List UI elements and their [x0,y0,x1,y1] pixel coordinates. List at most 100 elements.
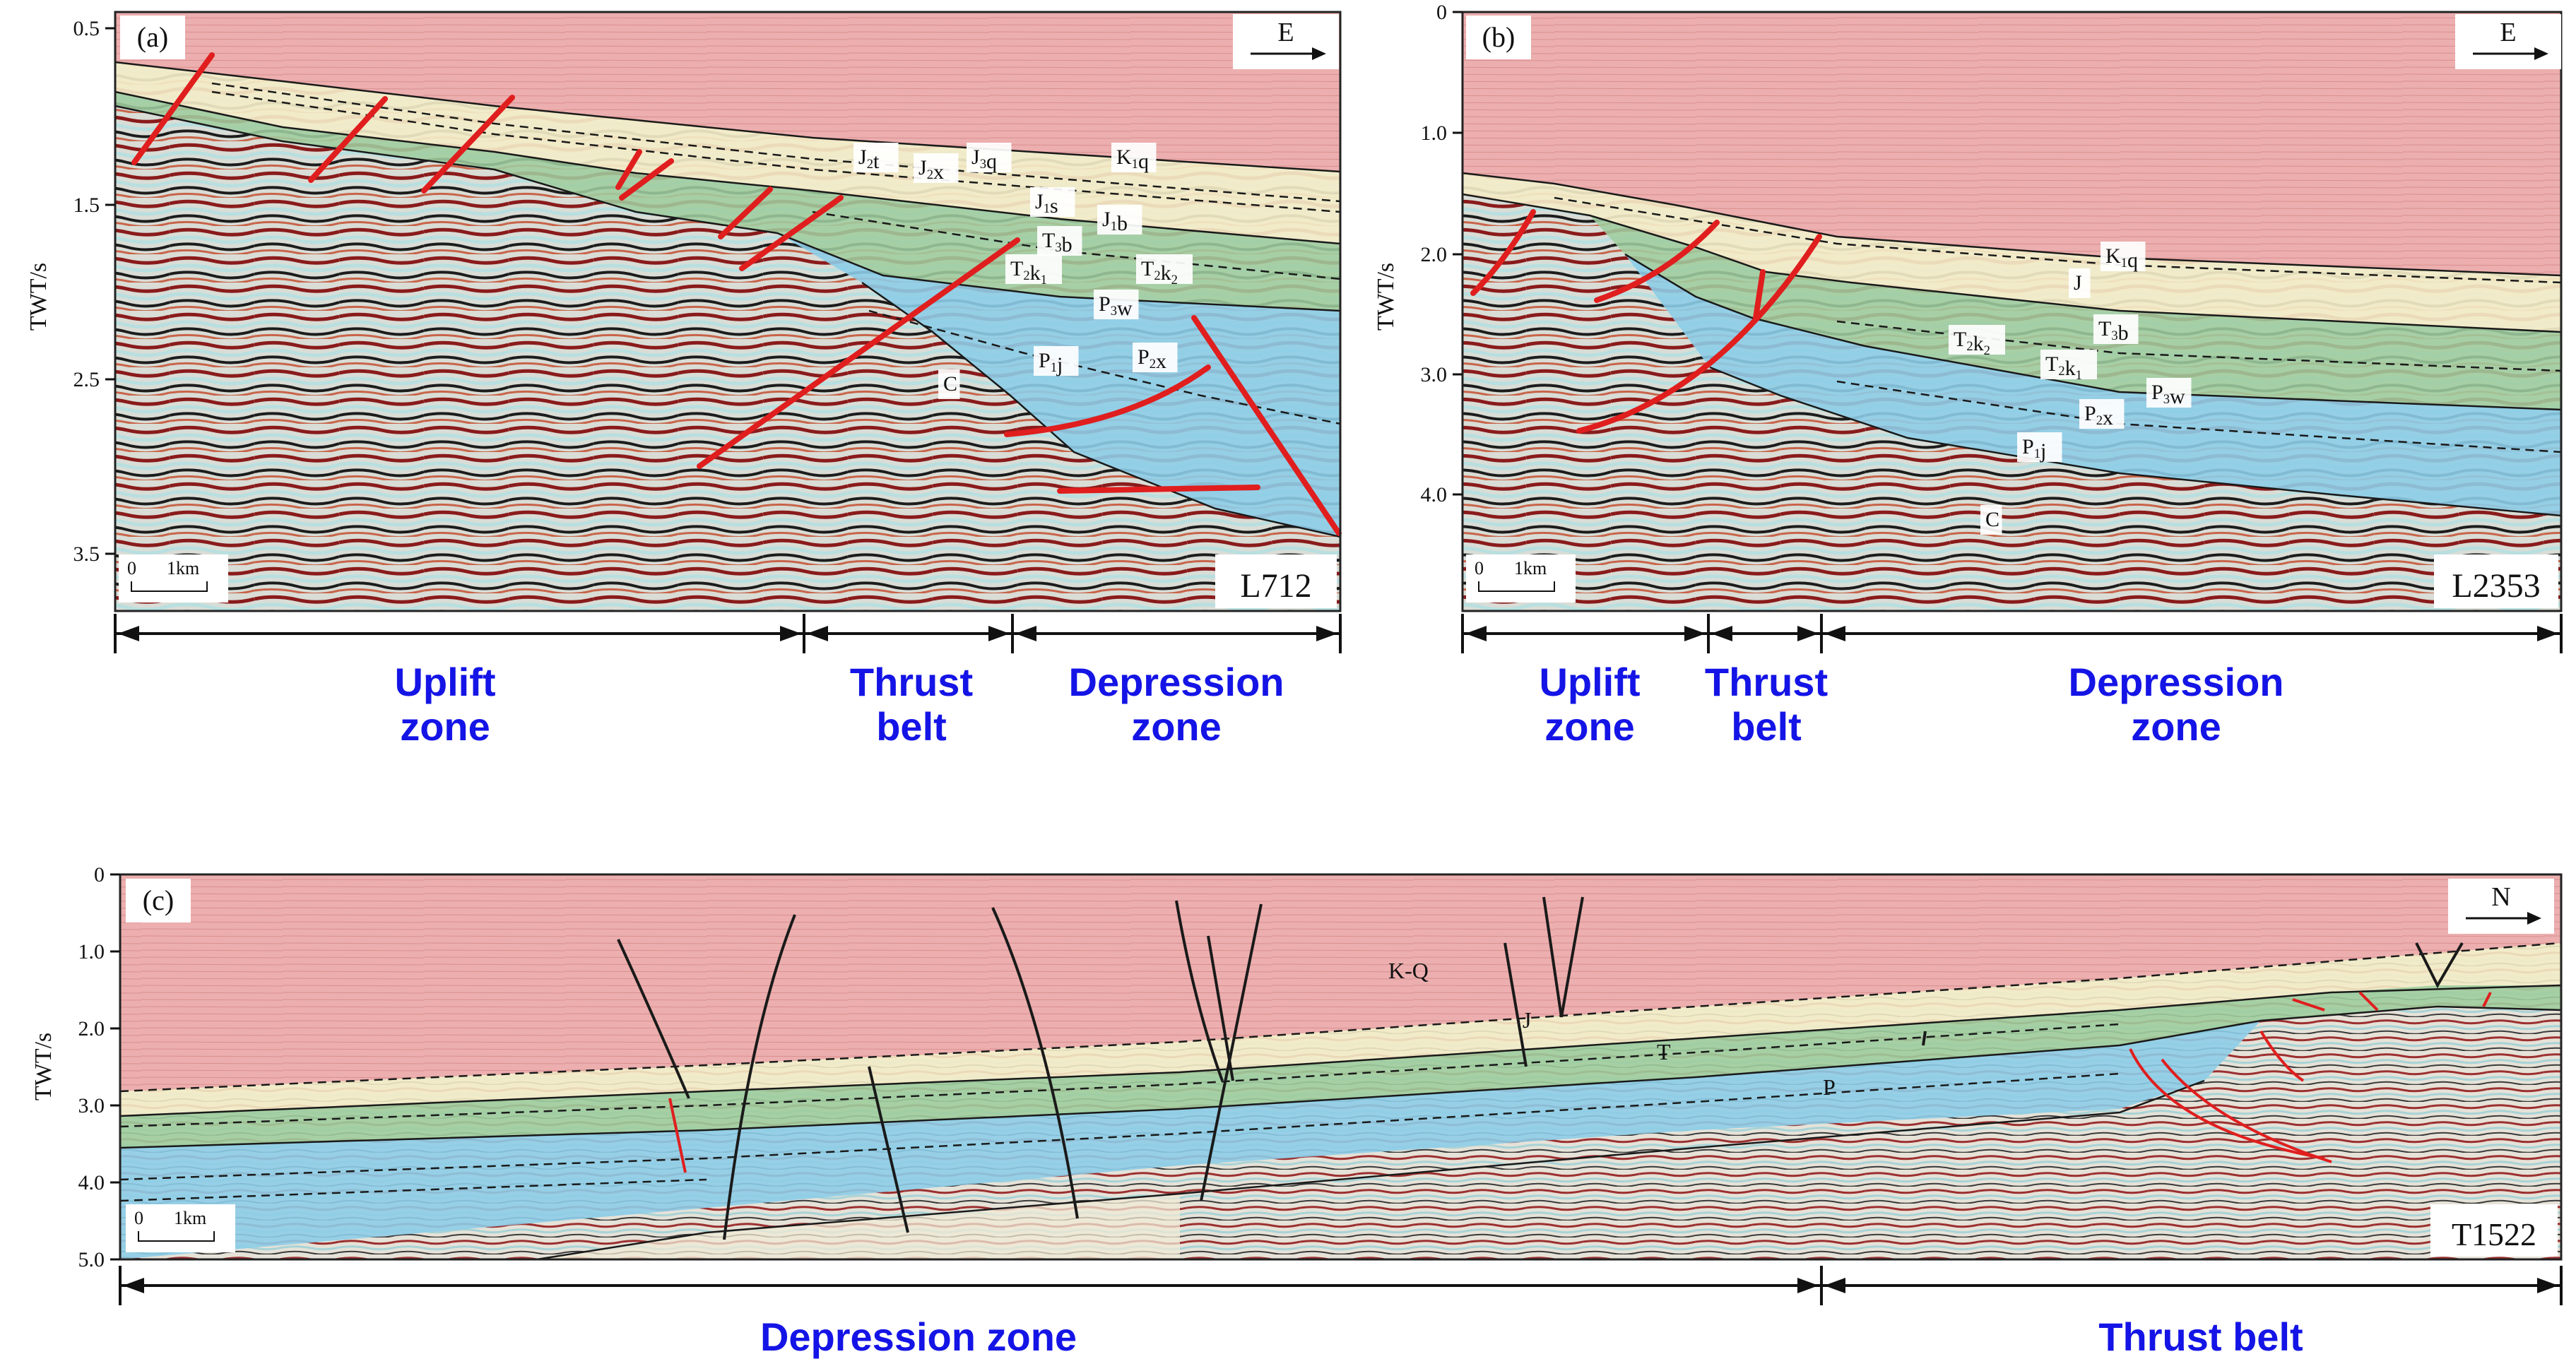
panel-b-zone-depression: Depression zone [2021,660,2332,749]
svg-text:T3b: T3b [1042,229,1073,256]
y-tick-label: 0 [1436,1,1447,24]
zone-line-2: belt [876,704,947,749]
svg-text:J3q: J3q [971,146,997,173]
scale-zero: 0 [134,1208,143,1228]
y-tick-label: 3.0 [78,1094,105,1117]
zone-line-1: Uplift [394,660,496,704]
svg-text:J2t: J2t [858,146,880,173]
panel-b-frame [1461,11,2563,612]
svg-text:P2x: P2x [2084,402,2113,429]
panel-b-zone-thrust: Thrust belt [1664,660,1869,749]
panel-b-direction-arrow: E [2455,14,2561,69]
panel-b-faults [1470,209,1822,434]
y-axis-title: TWT/s [30,1033,57,1100]
arrow-direction-label: E [2500,18,2516,47]
panel-c-unit-label: J [1523,1007,1531,1033]
panel-c-minor-faults [617,896,2464,1240]
panel-c-zone-bar [119,1266,2563,1305]
svg-text:T3b: T3b [2098,317,2129,345]
panel-a-unit-label: J3q [967,143,1012,173]
panel-c-frame [119,873,2563,1261]
panel-b-sky [1463,12,2561,275]
panel-a-line-id-box [1215,554,1337,608]
y-tick-label: 2.0 [1421,243,1448,266]
svg-text:T2k2: T2k2 [1954,328,1990,358]
panel-b-unit-label: C [1980,505,2002,535]
panel-c-zone-depression: Depression zone [636,1314,1201,1360]
svg-text:P1j: P1j [1039,349,1063,376]
panel-a-unit-label: P2x [1133,343,1178,373]
panel-a-zone-uplift: Uplift zone [325,660,565,749]
y-tick-label: 2.0 [78,1017,105,1040]
zone-line-2: zone [2131,704,2221,749]
y-tick-label: 1.5 [73,194,100,217]
svg-text:J1b: J1b [1102,208,1128,235]
scale-label: 1km [167,558,199,578]
panel-b-id: (b) [1482,21,1516,53]
y-tick-label: 1.0 [1421,121,1448,145]
svg-text:J1s: J1s [1035,190,1058,218]
panel-b-unit-label: T2k2 [1949,325,2005,358]
zone-line-1: Uplift [1539,660,1641,704]
y-tick-label: 0.5 [73,17,100,40]
svg-text:C: C [1985,508,1999,531]
svg-text:J: J [2074,271,2082,295]
svg-text:P2x: P2x [1138,345,1166,373]
svg-text:P3w: P3w [1099,292,1133,320]
panel-c [119,873,2563,1261]
y-tick-label: 5.0 [78,1248,105,1271]
zone-line-1: Thrust [1704,660,1828,704]
panel-b-id-box [1466,16,1531,59]
svg-text:C: C [943,372,957,396]
panel-c-line-id: T1522 [2452,1216,2536,1252]
svg-text:J2x: J2x [918,156,944,184]
arrow-direction-label: N [2491,882,2510,912]
svg-text:T2k2: T2k2 [1141,257,1178,287]
panel-a-unit-label: J2t [853,143,899,173]
panel-b-unit-label: J [2069,268,2091,298]
zone-line-2: zone [1131,704,1222,749]
zone-line-1: Depression [2068,660,2284,704]
panel-a-unit-label: J1b [1097,205,1142,235]
svg-text:T2k1: T2k1 [1010,257,1047,287]
scale-zero: 0 [127,558,136,578]
zone-line-1: Depression zone [760,1314,1077,1359]
panel-a-sky [115,12,1340,172]
y-tick-label: 4.0 [1421,483,1448,506]
panel-c-unit-label: K-Q [1388,958,1429,983]
zone-line-1: Thrust belt [2098,1314,2303,1359]
panel-a-unit-label: J1s [1030,187,1075,218]
panel-c-unit-jurassic [120,943,2561,1116]
panel-b-unit-label: T2k1 [2040,350,2097,383]
svg-text:T2k1: T2k1 [2045,352,2082,383]
panel-a-faults [131,52,1342,536]
panel-a-unit-label: J2x [914,153,959,184]
zone-line-1: Depression [1068,660,1284,704]
zone-line-2: zone [1544,704,1635,749]
panel-b-unit-jurassic [1463,173,2561,332]
panel-b-unit-label: P1j [2017,432,2062,463]
zone-line-2: zone [400,704,490,749]
svg-text:P1j: P1j [2022,435,2046,463]
panel-c-unit-label: T [1657,1039,1671,1064]
y-tick-label: 0 [94,863,105,886]
panel-a-id-box [120,16,185,59]
svg-text:P3w: P3w [2151,381,2185,408]
panel-c-id-box [126,879,191,922]
panel-c-unit-permian [120,1021,2261,1259]
panel-a-zone-depression: Depression zone [1021,660,1332,749]
panel-c-horizons [119,942,2562,1261]
panel-c-direction-arrow: N [2448,879,2554,934]
panel-c-thrust-faults [668,991,2492,1173]
panel-a-id: (a) [137,21,168,53]
y-tick-label: 3.5 [73,542,100,566]
zone-line-2: belt [1731,704,1802,749]
panel-b-line-id: L2353 [2452,567,2540,605]
svg-text:K1q: K1q [1116,146,1149,173]
zone-line-1: Thrust [849,660,974,704]
panel-b-zone-bar [1461,614,2563,653]
